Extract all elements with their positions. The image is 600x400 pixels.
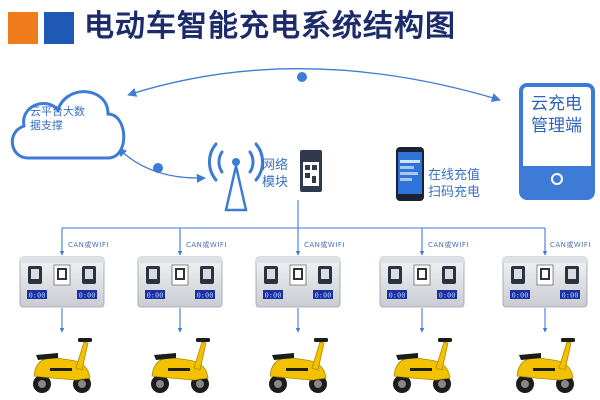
arc-cloud-to-network <box>117 147 206 183</box>
mgmt-label: 云充电管理端 <box>531 94 582 136</box>
cloud-icon <box>11 90 126 160</box>
scooter-icon-3 <box>269 338 328 393</box>
page-title: 电动车智能充电系统结构图 <box>84 9 456 44</box>
scooter-icon-1 <box>33 338 92 393</box>
scooter-icon-4 <box>393 338 452 393</box>
orange-square-icon <box>8 12 38 44</box>
smartphone-icon <box>396 147 424 201</box>
charger-unit-3: 0:00 0:00 <box>255 256 341 308</box>
charger-unit-1: 0:00 0:00 <box>19 256 105 308</box>
mgmt-button-icon <box>551 173 563 185</box>
blue-square-icon <box>44 12 74 44</box>
bus-label-1: CAN或WIFI <box>68 241 109 249</box>
cloud-label: 云平台大数据支撑 <box>30 105 85 132</box>
charger-display-right: 0:00 <box>562 292 579 300</box>
bus-label-2: CAN或WIFI <box>186 241 227 249</box>
charger-display-left: 0:00 <box>512 292 529 300</box>
scooter-icon-2 <box>151 338 210 393</box>
charger-unit-4: 0:00 0:00 <box>379 256 465 308</box>
charger-display-right: 0:00 <box>79 292 96 300</box>
charger-unit-2: 0:00 0:00 <box>137 256 223 308</box>
title-bar: 电动车智能充电系统结构图 <box>8 6 468 46</box>
scooters-group <box>33 338 575 393</box>
charger-display-left: 0:00 <box>265 292 282 300</box>
antenna-tower-icon <box>208 142 264 212</box>
cloud-management-terminal: 云充电管理端 <box>519 83 595 200</box>
arc-node-dot-2 <box>153 163 163 173</box>
charger-display-left: 0:00 <box>389 292 406 300</box>
arc-node-dot <box>297 72 307 82</box>
bus-label-3: CAN或WIFI <box>304 241 345 249</box>
scan-charge-label: 在线充值扫码充电 <box>428 168 481 200</box>
bus-label-5: CAN或WIFI <box>550 241 591 249</box>
charger-to-scooter-lines <box>59 308 548 333</box>
arc-cloud-to-mgmt <box>127 68 501 103</box>
chargers-group: 0:00 0:00 0:00 0:00 0:00 0:00 0:00 0:00 0:00 0:00 <box>19 256 588 308</box>
network-module-card <box>300 150 322 192</box>
bus-label-4: CAN或WIFI <box>428 241 469 249</box>
charger-display-left: 0:00 <box>147 292 164 300</box>
charger-unit-5: 0:00 0:00 <box>502 256 588 308</box>
charger-display-right: 0:00 <box>439 292 456 300</box>
charger-display-right: 0:00 <box>197 292 214 300</box>
scooter-icon-5 <box>516 338 575 393</box>
charger-display-right: 0:00 <box>315 292 332 300</box>
mgmt-base-bar <box>523 166 591 196</box>
charger-display-left: 0:00 <box>29 292 46 300</box>
bus-lines <box>59 200 548 256</box>
network-module-label: 网络模块 <box>262 158 289 190</box>
